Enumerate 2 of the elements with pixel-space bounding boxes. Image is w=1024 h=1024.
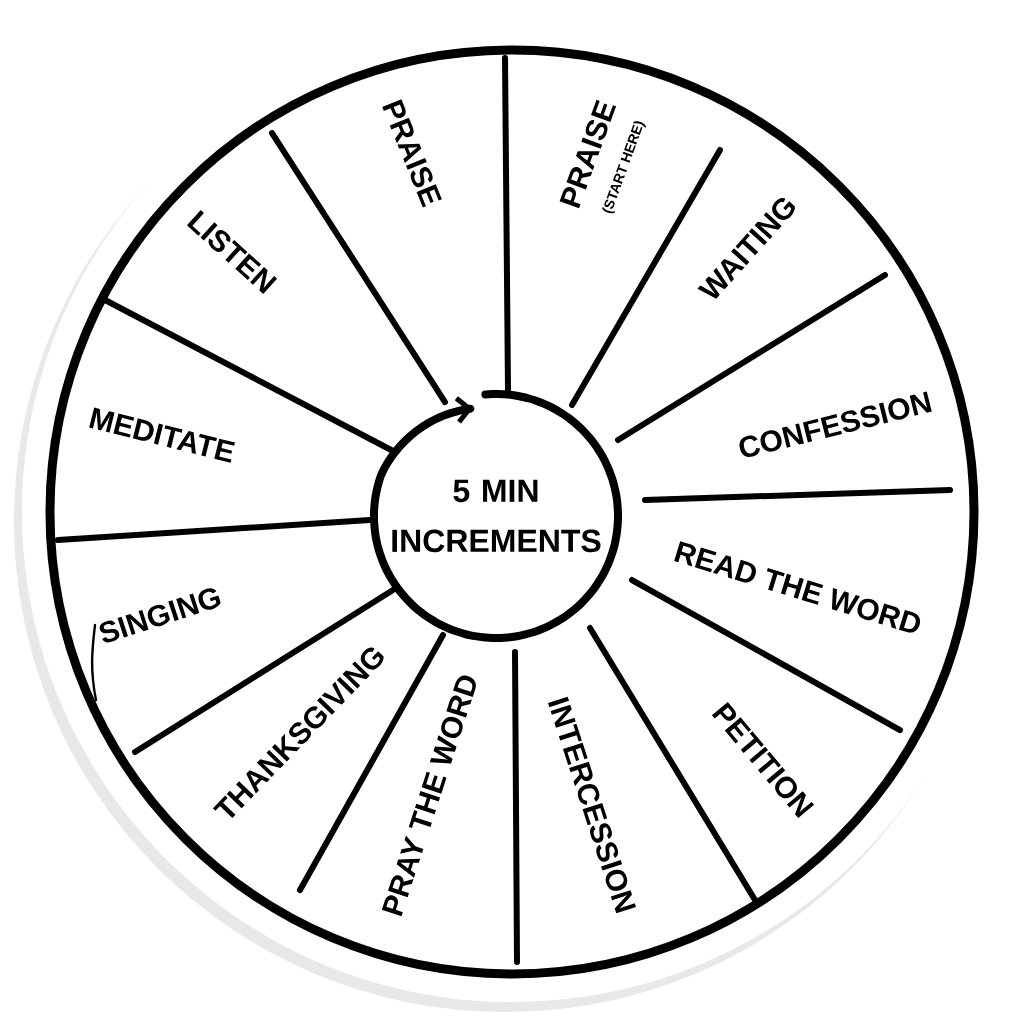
segment-label: PRAY THE WORD — [381, 675, 476, 917]
segment-label: READ THE WORD — [674, 541, 921, 633]
